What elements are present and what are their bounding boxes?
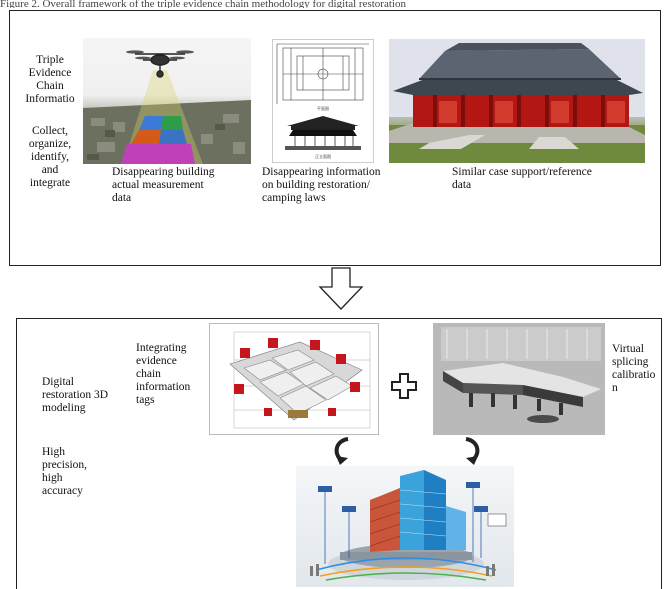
svg-text:平面图: 平面图 [317,105,329,111]
similar-case-temple-image [389,39,645,163]
svg-text:正立面图: 正立面图 [315,153,331,159]
digital-restoration-label: Digital restoration 3D modeling [42,376,109,414]
virtual-splicing-model-image [433,323,605,435]
caption-reference-data: Similar case support/reference data [452,166,592,191]
bim-collaboration-image [296,466,514,587]
architectural-drawing-image: 平面图 正立面图 [272,39,374,163]
caption-restoration-laws: Disappearing information on building res… [262,166,381,204]
plus-icon [391,373,417,399]
triple-evidence-chain-label: Triple Evidence Chain Informatio [25,54,75,105]
integrating-evidence-label: Integrating evidence chain information t… [136,342,191,406]
high-precision-label: High precision, high accuracy [42,446,88,497]
collect-organize-label: Collect, organize, identify, and integra… [28,125,72,189]
virtual-splicing-label: Virtual splicing calibratio n [612,343,656,394]
tagged-3d-floorplan-image [209,323,379,435]
curved-arrow-right-icon [465,437,480,465]
curved-arrow-left-icon [334,437,349,465]
caption-measurement-data: Disappearing building actual measurement… [112,166,215,204]
cropped-figure-caption: Figure 2. Overall framework of the tripl… [0,0,406,8]
drone-survey-image [83,38,251,164]
down-arrow-icon [318,267,364,310]
